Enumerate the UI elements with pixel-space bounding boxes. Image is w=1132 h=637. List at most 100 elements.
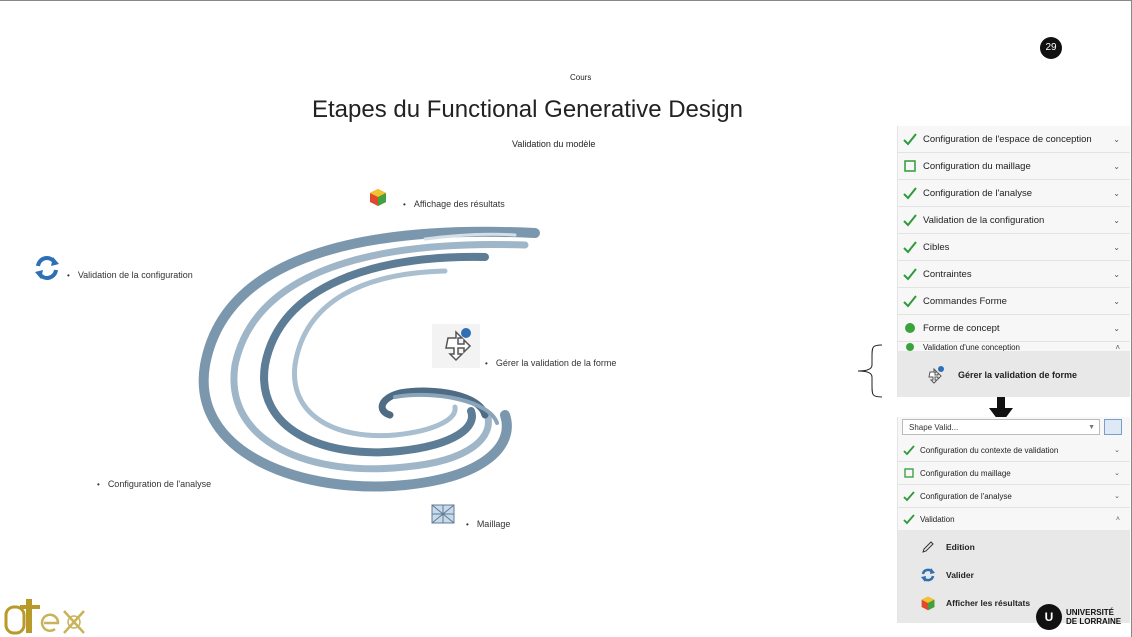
step-gerer: •Gérer la validation de la forme — [485, 358, 617, 368]
section-label: Cours — [570, 73, 592, 82]
chevron-down-icon: ⌄ — [1113, 215, 1120, 225]
chevron-up-icon: ˄ — [1115, 515, 1120, 523]
shape-validation-icon — [928, 366, 944, 384]
step-affichage: •Affichage des résultats — [403, 199, 505, 209]
chevron-down-icon: ⌄ — [1113, 296, 1120, 306]
status-dot-icon — [903, 321, 917, 335]
panel-item-label: Configuration de l'espace de conception — [923, 133, 1092, 145]
step-config-analyse: •Configuration de l'analyse — [97, 479, 212, 489]
shape-validation-icon — [432, 324, 480, 368]
afficher-resultats-button[interactable]: Afficher les résultats — [920, 590, 1030, 616]
down-arrow-icon — [989, 390, 1013, 424]
check-icon — [903, 490, 915, 502]
check-icon — [903, 513, 915, 525]
panel-item-label: Validation de la configuration — [923, 214, 1045, 226]
results-display-icon — [920, 595, 936, 611]
square-icon — [903, 159, 917, 173]
chevron-down-icon: ⌄ — [1113, 242, 1120, 252]
panel-item-label: Cibles — [923, 241, 950, 253]
edition-button[interactable]: Edition — [920, 534, 975, 560]
universite-line1: UNIVERSITÉ — [1066, 608, 1115, 617]
panel2-item-maillage[interactable]: Configuration du maillage ⌄ — [898, 462, 1130, 485]
panel-item-label: Commandes Forme — [923, 295, 1007, 307]
table-icon[interactable] — [1104, 419, 1122, 435]
dropdown-arrow-icon: ▼ — [1088, 424, 1095, 431]
panel2-subsection — [898, 530, 1130, 623]
brace-connector — [857, 344, 883, 398]
panel-item-commandes[interactable]: Commandes Forme ⌄ — [898, 288, 1130, 315]
universite-lorraine-mark: U — [1036, 604, 1062, 630]
universite-lorraine-text: UNIVERSITÉ DE LORRAINE — [1066, 608, 1121, 626]
gerer-validation-forme-label: Gérer la validation de forme — [958, 370, 1078, 380]
edition-label: Edition — [946, 542, 975, 552]
chevron-down-icon: ⌄ — [1113, 323, 1120, 333]
panel-subsection — [898, 351, 1130, 397]
panel-item-contraintes[interactable]: Contraintes ⌄ — [898, 261, 1130, 288]
refresh-icon — [920, 567, 936, 583]
chevron-down-icon: ⌄ — [1113, 188, 1120, 198]
panel-item-espace[interactable]: Configuration de l'espace de conception … — [898, 126, 1130, 153]
panel-item-label: Validation d'une conception — [923, 342, 1021, 352]
chevron-down-icon: ⌄ — [1114, 470, 1120, 477]
shape-validation-panel: Shape Valid... ▼ Configuration du contex… — [897, 417, 1130, 623]
check-icon — [903, 267, 917, 281]
otex-logo — [4, 599, 85, 635]
afficher-resultats-label: Afficher les résultats — [946, 598, 1031, 608]
shape-valid-dropdown[interactable]: Shape Valid... ▼ — [902, 419, 1100, 435]
panel2-item-label: Configuration du contexte de validation — [920, 445, 1059, 455]
check-icon — [903, 294, 917, 308]
gerer-validation-forme-button[interactable]: Gérer la validation de forme — [924, 360, 1077, 390]
slide-title: Etapes du Functional Generative Design — [312, 96, 743, 123]
panel-item-forme-concept[interactable]: Forme de concept ⌄ — [898, 315, 1130, 342]
panel-item-label: Configuration du maillage — [923, 160, 1031, 172]
pencil-icon — [920, 539, 936, 555]
panel-item-label: Forme de concept — [923, 322, 1000, 334]
dropdown-value: Shape Valid... — [909, 423, 959, 432]
slide-border-top — [0, 0, 1131, 1]
panel2-item-label: Validation — [920, 514, 955, 524]
universite-line2: DE LORRAINE — [1066, 617, 1122, 626]
panel-item-validation-conception[interactable]: Validation d'une conception ˄ — [898, 337, 1130, 357]
panel-item-analyse[interactable]: Configuration de l'analyse ⌄ — [898, 180, 1130, 207]
panel-item-validation-config[interactable]: Validation de la configuration ⌄ — [898, 207, 1130, 234]
check-icon — [903, 444, 915, 456]
fgd-workflow-panel: Configuration de l'espace de conception … — [897, 126, 1130, 397]
panel-item-maillage[interactable]: Configuration du maillage ⌄ — [898, 153, 1130, 180]
step-validation-config-label: Validation de la configuration — [77, 270, 193, 280]
check-icon — [903, 240, 917, 254]
check-icon — [903, 213, 917, 227]
step-maillage: •Maillage — [466, 519, 511, 529]
panel2-item-label: Configuration de l'analyse — [920, 491, 1012, 501]
step-config-analyse-label: Configuration de l'analyse — [107, 479, 212, 489]
panel2-item-contexte[interactable]: Configuration du contexte de validation … — [898, 439, 1130, 462]
chevron-up-icon: ˄ — [1115, 342, 1120, 352]
universite-lorraine-logo: U UNIVERSITÉ DE LORRAINE — [1036, 604, 1121, 630]
chevron-down-icon: ⌄ — [1113, 134, 1120, 144]
check-icon — [903, 132, 917, 146]
chevron-down-icon: ⌄ — [1113, 269, 1120, 279]
square-icon — [903, 467, 915, 479]
panel2-item-validation[interactable]: Validation ˄ — [898, 508, 1130, 530]
step-validation-config: •Validation de la configuration — [67, 270, 193, 280]
spiral-illustration — [198, 226, 540, 492]
slide-subtitle: Validation du modèle — [512, 139, 596, 149]
mesh-icon — [430, 502, 456, 526]
step-maillage-label: Maillage — [476, 519, 511, 529]
panel-item-cibles[interactable]: Cibles ⌄ — [898, 234, 1130, 261]
results-display-icon — [368, 187, 388, 207]
panel-item-label: Contraintes — [923, 268, 972, 280]
validate-config-icon — [33, 254, 61, 282]
valider-label: Valider — [946, 570, 974, 580]
page-number-badge: 29 — [1040, 37, 1062, 59]
status-dot-icon — [903, 340, 917, 354]
panel2-item-analyse[interactable]: Configuration de l'analyse ⌄ — [898, 485, 1130, 508]
step-gerer-label: Gérer la validation de la forme — [495, 358, 617, 368]
check-icon — [903, 186, 917, 200]
chevron-down-icon: ⌄ — [1114, 493, 1120, 500]
chevron-down-icon: ⌄ — [1113, 161, 1120, 171]
valider-button[interactable]: Valider — [920, 562, 974, 588]
chevron-down-icon: ⌄ — [1114, 447, 1120, 454]
step-affichage-label: Affichage des résultats — [413, 199, 505, 209]
panel-item-label: Configuration de l'analyse — [923, 187, 1033, 199]
panel2-item-label: Configuration du maillage — [920, 468, 1011, 478]
